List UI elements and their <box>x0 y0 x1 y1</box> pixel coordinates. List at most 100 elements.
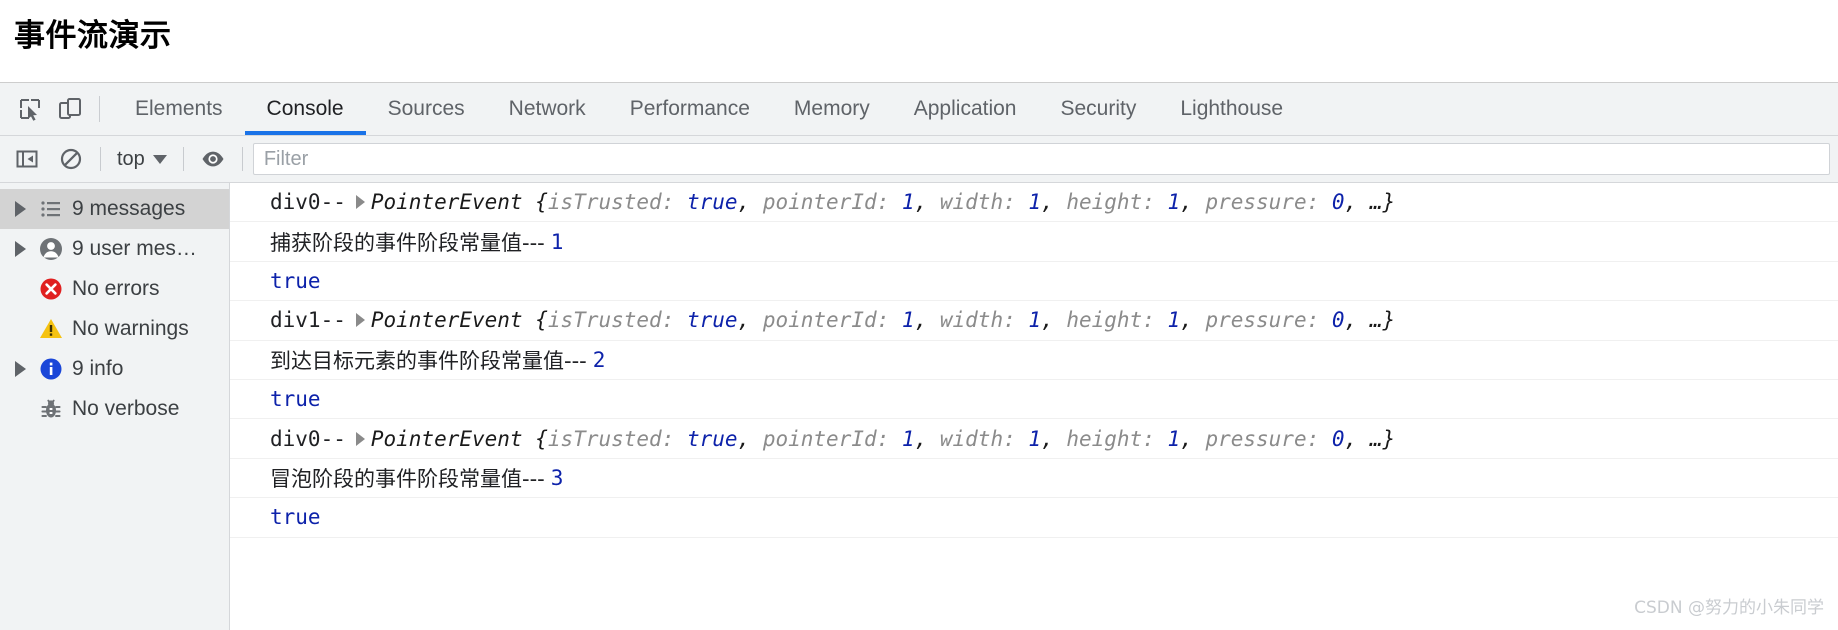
log-prefix: div0-- <box>270 190 346 215</box>
expand-triangle-icon[interactable] <box>6 201 34 217</box>
tab-performance[interactable]: Performance <box>608 83 772 135</box>
tab-lighthouse[interactable]: Lighthouse <box>1158 83 1305 135</box>
tab-label: Network <box>508 97 586 120</box>
tab-security[interactable]: Security <box>1038 83 1158 135</box>
tab-label: Sources <box>387 97 465 120</box>
log-message-value: 1 <box>550 229 564 254</box>
tab-memory[interactable]: Memory <box>772 83 892 135</box>
object-prop-value: 0 <box>1331 426 1345 451</box>
expand-object-icon[interactable] <box>355 431 365 446</box>
object-prop-key: height: <box>1066 308 1168 333</box>
log-row-gutter <box>230 222 236 260</box>
tab-label: Security <box>1060 97 1137 120</box>
object-class-name: PointerEvent <box>370 190 536 215</box>
sidebar-item-label: No errors <box>72 277 160 300</box>
object-brace-open: { <box>535 308 548 333</box>
object-prop-value: 0 <box>1331 190 1345 215</box>
console-log-row[interactable]: true <box>230 262 1838 302</box>
sidebar-toggle-icon[interactable] <box>8 140 46 178</box>
expand-triangle-icon[interactable] <box>6 361 34 377</box>
console-log-row[interactable]: div0--PointerEvent {isTrusted: true, poi… <box>230 419 1838 459</box>
expand-triangle-icon[interactable] <box>6 241 34 257</box>
list-icon <box>34 197 68 221</box>
object-ellipsis: … <box>1369 190 1383 215</box>
log-row-gutter <box>230 262 236 300</box>
object-class-name: PointerEvent <box>370 426 536 451</box>
object-prop-key: width: <box>939 190 1029 215</box>
sidebar-item-errors[interactable]: No errors <box>0 269 229 309</box>
object-prop-key: pressure: <box>1205 190 1332 215</box>
expand-object-icon[interactable] <box>355 313 365 328</box>
console-filter-toolbar: top <box>0 136 1838 183</box>
console-log-row[interactable]: div1--PointerEvent {isTrusted: true, poi… <box>230 301 1838 341</box>
log-boolean-value: true <box>270 505 321 530</box>
tab-application[interactable]: Application <box>892 83 1039 135</box>
object-prop-value: 1 <box>901 308 915 333</box>
tab-label: Console <box>266 97 344 120</box>
log-boolean-value: true <box>270 268 321 293</box>
filter-input[interactable] <box>252 143 1830 175</box>
object-brace-open: { <box>535 190 548 215</box>
object-prop-key: pressure: <box>1205 308 1332 333</box>
sidebar-item-messages[interactable]: 9 messages <box>0 189 229 229</box>
inspect-element-icon[interactable] <box>10 89 50 129</box>
execution-context-value: top <box>117 147 145 170</box>
object-prop-key: height: <box>1066 426 1168 451</box>
warning-icon <box>34 316 68 342</box>
object-prop-value: true <box>686 308 738 333</box>
object-prop-separator: , <box>914 190 940 215</box>
log-row-gutter <box>230 341 236 379</box>
sidebar-item-label: 9 user mes… <box>72 237 197 260</box>
eye-icon[interactable] <box>194 140 232 178</box>
tab-label: Lighthouse <box>1180 97 1284 120</box>
sidebar-item-verbose[interactable]: No verbose <box>0 389 229 429</box>
object-prop-key: width: <box>939 308 1029 333</box>
filterbar-divider <box>100 147 101 171</box>
tab-network[interactable]: Network <box>487 83 608 135</box>
console-log-row[interactable]: true <box>230 498 1838 538</box>
object-ellipsis: … <box>1369 426 1383 451</box>
clear-console-icon[interactable] <box>52 140 90 178</box>
object-prop-key: isTrusted: <box>547 308 687 333</box>
tab-sources[interactable]: Sources <box>366 83 487 135</box>
object-prop-key: isTrusted: <box>547 190 687 215</box>
object-prop-key: height: <box>1066 190 1168 215</box>
bug-icon <box>34 397 68 421</box>
object-prop-separator: , <box>1041 426 1067 451</box>
object-prop-key: pointerId: <box>762 190 902 215</box>
sidebar-item-info[interactable]: 9 info <box>0 349 229 389</box>
tab-console[interactable]: Console <box>244 83 366 135</box>
user-icon <box>34 236 68 262</box>
object-brace-close: } <box>1382 426 1396 451</box>
device-toolbar-icon[interactable] <box>50 89 90 129</box>
object-prop-value: 1 <box>1167 190 1181 215</box>
log-prefix: div0-- <box>270 426 346 451</box>
sidebar-item-label: 9 info <box>72 357 124 380</box>
execution-context-dropdown[interactable]: top <box>111 148 173 171</box>
console-log-row[interactable]: 到达目标元素的事件阶段常量值---2 <box>230 341 1838 380</box>
log-row-gutter <box>230 301 236 339</box>
tab-elements[interactable]: Elements <box>113 83 245 135</box>
object-class-name: PointerEvent <box>370 308 536 333</box>
console-log-row[interactable]: 冒泡阶段的事件阶段常量值---3 <box>230 459 1838 499</box>
expand-object-icon[interactable] <box>355 195 365 210</box>
console-log-row[interactable]: true <box>230 380 1838 420</box>
object-prop-key: pointerId: <box>762 426 902 451</box>
tab-label: Performance <box>629 97 750 120</box>
tab-label: Application <box>913 97 1017 120</box>
console-log-row[interactable]: div0--PointerEvent {isTrusted: true, poi… <box>230 183 1838 223</box>
console-log-list[interactable]: div0--PointerEvent {isTrusted: true, poi… <box>230 183 1838 630</box>
filterbar-divider-3 <box>241 147 243 171</box>
object-brace-open: { <box>535 426 548 451</box>
object-prop-separator: , <box>737 190 763 215</box>
object-prop-separator: , <box>737 308 763 333</box>
tab-label: Elements <box>135 97 223 120</box>
sidebar-item-user-messages[interactable]: 9 user mes… <box>0 229 229 269</box>
object-prop-value: 1 <box>1028 190 1042 215</box>
sidebar-item-warnings[interactable]: No warnings <box>0 309 229 349</box>
log-row-gutter <box>230 380 236 418</box>
object-prop-value: 1 <box>1028 426 1042 451</box>
log-row-gutter <box>230 498 236 536</box>
object-prop-key: isTrusted: <box>547 426 687 451</box>
console-log-row[interactable]: 捕获阶段的事件阶段常量值---1 <box>230 222 1838 262</box>
